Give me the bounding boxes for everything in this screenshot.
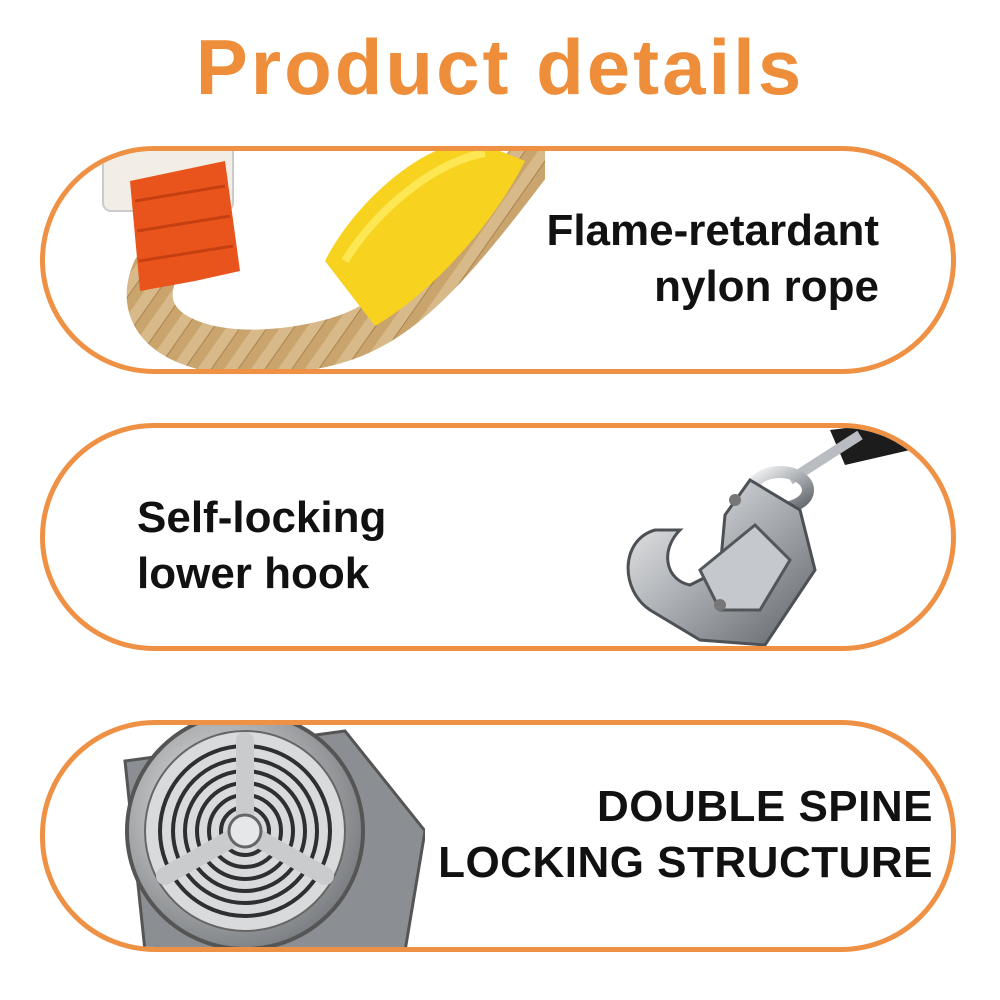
feature-card-rope: Flame-retardant nylon rope bbox=[40, 146, 956, 374]
feature-card-hook: Self-locking lower hook bbox=[40, 423, 956, 651]
feature-line2: nylon rope bbox=[654, 262, 879, 311]
feature-line1: DOUBLE SPINE bbox=[596, 782, 933, 831]
snap-hook-icon bbox=[626, 428, 910, 646]
feature-card-locking: DOUBLE SPINE LOCKING STRUCTURE bbox=[40, 720, 956, 952]
feature-line2: LOCKING STRUCTURE bbox=[438, 838, 933, 887]
feature-line2: lower hook bbox=[137, 549, 370, 598]
page-title: Product details bbox=[195, 23, 805, 111]
ratchet-reel-icon bbox=[123, 725, 425, 947]
rope-with-sleeve-icon bbox=[102, 151, 545, 369]
feature-line1: Self-locking bbox=[137, 493, 387, 542]
feature-line1: Flame-retardant bbox=[546, 206, 879, 255]
